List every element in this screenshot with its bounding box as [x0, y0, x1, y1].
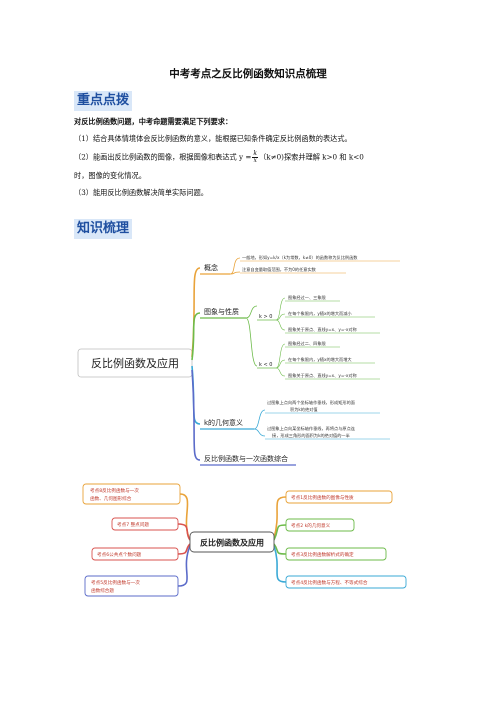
m2-link-right-2: [273, 524, 287, 541]
pos-note-1: 图象经过一、三象限: [288, 294, 327, 301]
props-label: 图象与性质: [204, 307, 239, 316]
neg-label: k < 0: [259, 362, 272, 368]
m2-link-right-3: [273, 543, 287, 555]
pos-link-2: [275, 313, 286, 321]
m2-left-box-4: [84, 575, 179, 597]
pos-label: k > 0: [259, 314, 272, 320]
m2-left-1b: 函数、几何图形综合: [90, 495, 132, 502]
m2-link-right-1: [273, 496, 287, 539]
m2-center-box: [189, 531, 275, 553]
root-label: 反比例函数及应用: [91, 356, 179, 370]
m2-right-box-3: [285, 547, 387, 561]
pos-note-2: 在每个象限内，y随x的增大而减小: [288, 310, 352, 317]
m2-link-left-4: [177, 545, 191, 587]
m2-link-right-4: [273, 545, 287, 583]
m2-right-box-1: [285, 490, 393, 504]
geometry-note-1b: 积为k的绝对值: [290, 406, 318, 413]
m2-left-3: 考点6公共点个数问题: [97, 551, 142, 558]
branch-combo: [191, 369, 201, 461]
section-heading-key-points: 重点点拨: [74, 91, 133, 111]
root-box: [77, 348, 193, 378]
m2-left-1a: 考点8反比例函数与一次: [90, 487, 139, 494]
pos-note-3: 图象关于原点、直线y=x、y=-x对称: [288, 326, 357, 333]
m2-center-label: 反比例函数及应用: [200, 538, 264, 548]
m2-link-left-1: [179, 493, 191, 541]
requirement-1: （1）结合具体情境体会反比例函数的意义，能根据已知条件确定反比例函数的表达式。: [74, 134, 352, 143]
concept-note-2: 注意自变量取值范围，不为0的任意实数: [242, 266, 317, 273]
m2-right-4: 考点4反比例函数与方程、不等式综合: [291, 579, 368, 586]
m2-link-left-3: [177, 543, 191, 555]
geometry-note-2b: 接，形成三角形的面积为k的绝对值的一半: [272, 432, 350, 439]
m2-left-box-2: [111, 517, 179, 531]
neg-note-2: 在每个象限内，y随x的增大而增大: [288, 356, 352, 363]
neg-note-1: 图象经过二、四象限: [288, 340, 327, 347]
concept-label: 概念: [204, 263, 218, 272]
geometry-link-1: [253, 409, 266, 430]
m2-right-2: 考点2 k的几何意义: [291, 522, 331, 529]
geometry-label: k的几何意义: [204, 418, 243, 427]
m2-left-4a: 考点5反比例函数与一次: [91, 579, 140, 586]
m2-right-box-2: [285, 518, 355, 532]
pos-link-3: [275, 319, 286, 331]
pos-link-1: [275, 297, 286, 321]
m2-right-3: 考点3反比例函数解析式的确定: [291, 551, 354, 558]
m2-left-2: 考点7 整点问题: [117, 521, 149, 528]
neg-link-1: [275, 343, 286, 369]
m2-link-left-2: [177, 523, 191, 541]
page-title: 中考考点之反比例函数知识点梳理: [169, 68, 327, 80]
props-link-pos: [245, 305, 258, 319]
branch-props: [191, 312, 201, 361]
neg-link-2: [275, 359, 286, 369]
fraction-denominator: x: [253, 157, 257, 164]
props-link-neg: [245, 317, 258, 367]
m2-right-1: 考点1反比例函数的图像与性质: [291, 494, 354, 501]
neg-link-3: [275, 367, 286, 377]
concept-link-2: [229, 271, 241, 275]
combo-label: 反比例函数与一次函数综合: [204, 454, 288, 463]
m2-right-box-4: [285, 575, 407, 589]
requirement-2-pre: （2）能画出反比例函数的图像，根据图像和表达式 y =: [74, 152, 252, 162]
geometry-note-2a: 过图象上点向某坐标轴作垂线，再将点与原点连: [267, 425, 356, 432]
m2-left-box-1: [82, 483, 181, 505]
fraction-numerator: k: [252, 150, 258, 158]
concept-note-1: 一般地，形如y=k/x（k为常数，k≠0）的函数称为反比例函数: [242, 254, 358, 261]
concept-link-1: [229, 257, 241, 275]
neg-note-3: 图象关于原点、直线y=x、y=-x对称: [288, 372, 357, 379]
lead-text: 对反比例函数问题，中考命题需要满足下列要求：: [74, 117, 233, 126]
geometry-link-2: [253, 428, 266, 437]
requirement-3: （3）能用反比例函数解决简单实际问题。: [74, 188, 208, 197]
geometry-note-1a: 过图象上点向两个坐标轴作垂线，形成矩形的面: [267, 399, 355, 406]
requirement-2-post: （k≠0)探索并理解 k>0 和 k<0: [259, 152, 364, 162]
m2-left-box-3: [91, 547, 179, 561]
m2-left-4b: 函数综合题: [91, 587, 114, 594]
requirement-2-continued: 时，图像的变化情况。: [74, 171, 146, 180]
section-heading-knowledge: 知识梳理: [74, 219, 133, 239]
